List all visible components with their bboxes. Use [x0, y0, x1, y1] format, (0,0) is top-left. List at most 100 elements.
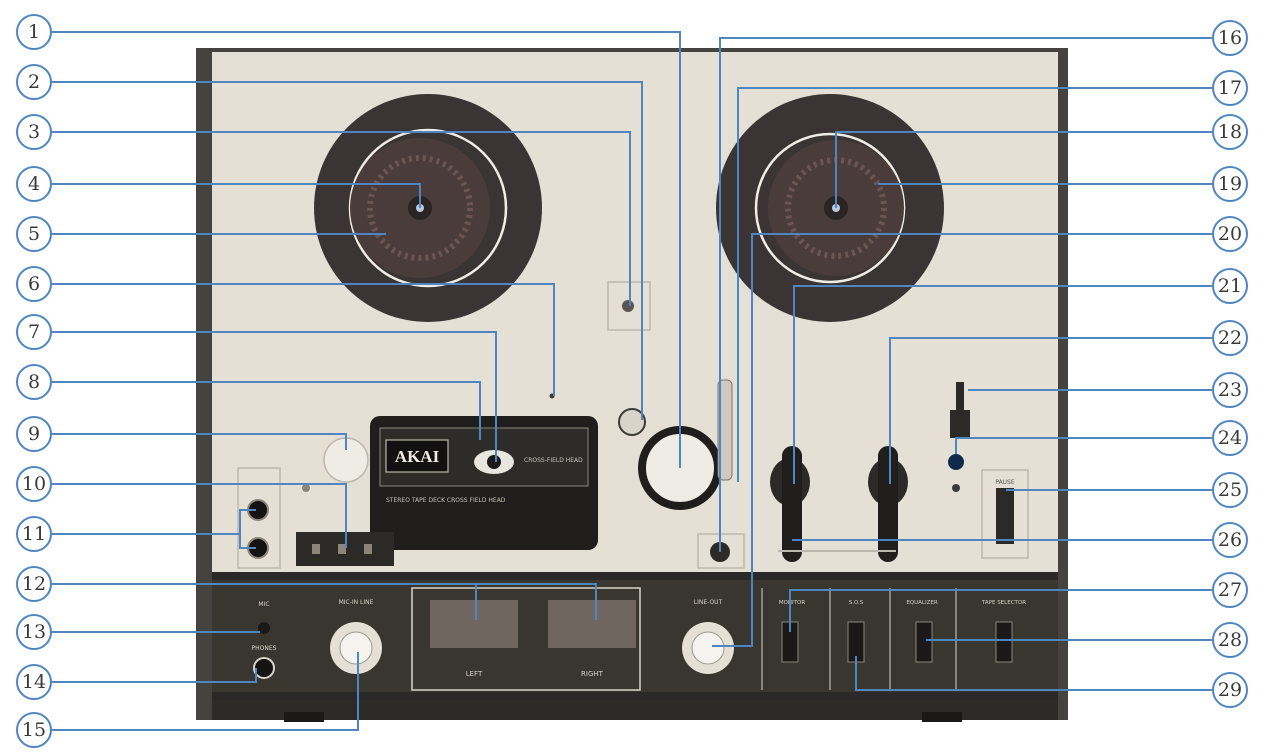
callout-circle: [16, 364, 52, 400]
leader-24: [955, 437, 1212, 454]
callout-left-12: 13: [16, 614, 52, 650]
pause-lever: [950, 410, 970, 438]
power-indicator-lamp: [948, 454, 964, 470]
headphones-jack: [253, 657, 275, 679]
callout-left-9: 10: [16, 466, 52, 502]
tension-arm: [622, 300, 634, 312]
head-label: CROSS-FIELD HEAD: [524, 457, 583, 464]
callout-number: 25: [1218, 479, 1242, 501]
callout-left-13: 14: [16, 664, 52, 700]
power-switch: [996, 488, 1014, 544]
leader-2: [52, 81, 643, 420]
vu-meter-left: [430, 600, 518, 648]
callout-right-12: 28: [1212, 622, 1248, 658]
callout-circle: [16, 114, 52, 150]
callout-circle: [16, 64, 52, 100]
mic-jack: [258, 622, 270, 634]
pinch-roller-arm: [717, 379, 733, 481]
callout-number: 22: [1218, 327, 1242, 349]
callout-circle: [16, 466, 52, 502]
head-strip-label: STEREO TAPE DECK CROSS FIELD HEAD: [386, 497, 506, 504]
callout-right-2: 18: [1212, 114, 1248, 150]
callout-number: 23: [1218, 379, 1242, 401]
callout-circle: [1212, 114, 1248, 150]
callout-left-11: 12: [16, 566, 52, 602]
callout-right-13: 29: [1212, 672, 1248, 708]
leader-14: [52, 668, 257, 683]
left-foot: [284, 712, 324, 722]
callout-number: 9: [28, 423, 40, 445]
callout-circle: [16, 314, 52, 350]
callout-circle: [1212, 166, 1248, 202]
callout-left-1: 2: [16, 64, 52, 100]
callout-number: 24: [1218, 427, 1242, 449]
leader-11: [52, 509, 256, 549]
head-cover: AKAI CROSS-FIELD HEAD STEREO TAPE DECK C…: [370, 416, 598, 550]
input-level-label: MIC-IN LINE: [339, 599, 374, 606]
leader-27: [789, 589, 1212, 632]
callout-labels: 1234567891011121314151617181920212223242…: [16, 14, 1248, 748]
leader-12: [52, 583, 597, 620]
recording-level-lever-right: [878, 446, 898, 562]
callout-circle: [1212, 472, 1248, 508]
right-foot: [922, 712, 962, 722]
callout-circle: [16, 516, 52, 552]
leader-3: [52, 131, 631, 306]
leader-9: [52, 433, 347, 450]
leader-21: [793, 285, 1212, 484]
callout-number: 29: [1218, 679, 1242, 701]
callout-number: 7: [28, 321, 40, 343]
callout-number: 26: [1218, 529, 1242, 551]
mic-jack-label: MIC: [258, 601, 269, 608]
callout-circle: [16, 416, 52, 452]
callout-number: 2: [28, 71, 40, 93]
tape-selector-switch: [995, 621, 1013, 663]
callout-circle: [1212, 420, 1248, 456]
callout-number: 10: [22, 473, 46, 495]
callout-circle: [1212, 522, 1248, 558]
counter-reset-button: [302, 484, 310, 492]
leader-6: [52, 283, 555, 396]
callout-circle: [1212, 216, 1248, 252]
callout-right-8: 24: [1212, 420, 1248, 456]
callout-number: 1: [28, 21, 40, 43]
callout-circle: [16, 614, 52, 650]
leader-1: [52, 31, 681, 468]
tape-selector-label: TAPE SELECTOR: [981, 600, 1026, 606]
brand-logo: AKAI: [395, 447, 440, 466]
callout-number: 17: [1218, 77, 1242, 99]
callout-number: 13: [22, 621, 46, 643]
vu-meter-panel: [411, 587, 641, 691]
vu-meter-right-label: RIGHT: [581, 670, 604, 678]
power-label: PAUSE: [995, 479, 1015, 486]
callout-right-1: 17: [1212, 70, 1248, 106]
leader-7: [52, 331, 497, 462]
vu-meter-right: [548, 600, 636, 648]
input-jack-panel: [237, 467, 281, 569]
callout-number: 16: [1218, 27, 1242, 49]
recording-level-lever-left: [782, 446, 802, 562]
callout-number: 19: [1218, 173, 1242, 195]
callout-circle: [16, 712, 52, 748]
leader-17: [737, 87, 1212, 482]
callout-right-0: 16: [1212, 20, 1248, 56]
callout-left-0: 1: [16, 14, 52, 50]
callout-right-5: 21: [1212, 268, 1248, 304]
callout-number: 6: [28, 273, 40, 295]
callout-number: 4: [28, 173, 40, 195]
callout-circle: [1212, 372, 1248, 408]
leader-22: [889, 337, 1212, 484]
callout-left-2: 3: [16, 114, 52, 150]
control-strip-contents: MIC PHONES MIC-IN LINE LEFT RIGHT LINE-O…: [252, 587, 1026, 691]
callout-circle: [1212, 268, 1248, 304]
callout-circle: [1212, 672, 1248, 708]
callout-number: 21: [1218, 275, 1242, 297]
callout-left-4: 5: [16, 216, 52, 252]
callout-number: 18: [1218, 121, 1242, 143]
left-reel: [314, 94, 542, 322]
callout-right-11: 27: [1212, 572, 1248, 608]
callout-circle: [16, 166, 52, 202]
leader-8: [52, 381, 481, 440]
equalizer-label: EQUALIZER: [906, 600, 938, 606]
